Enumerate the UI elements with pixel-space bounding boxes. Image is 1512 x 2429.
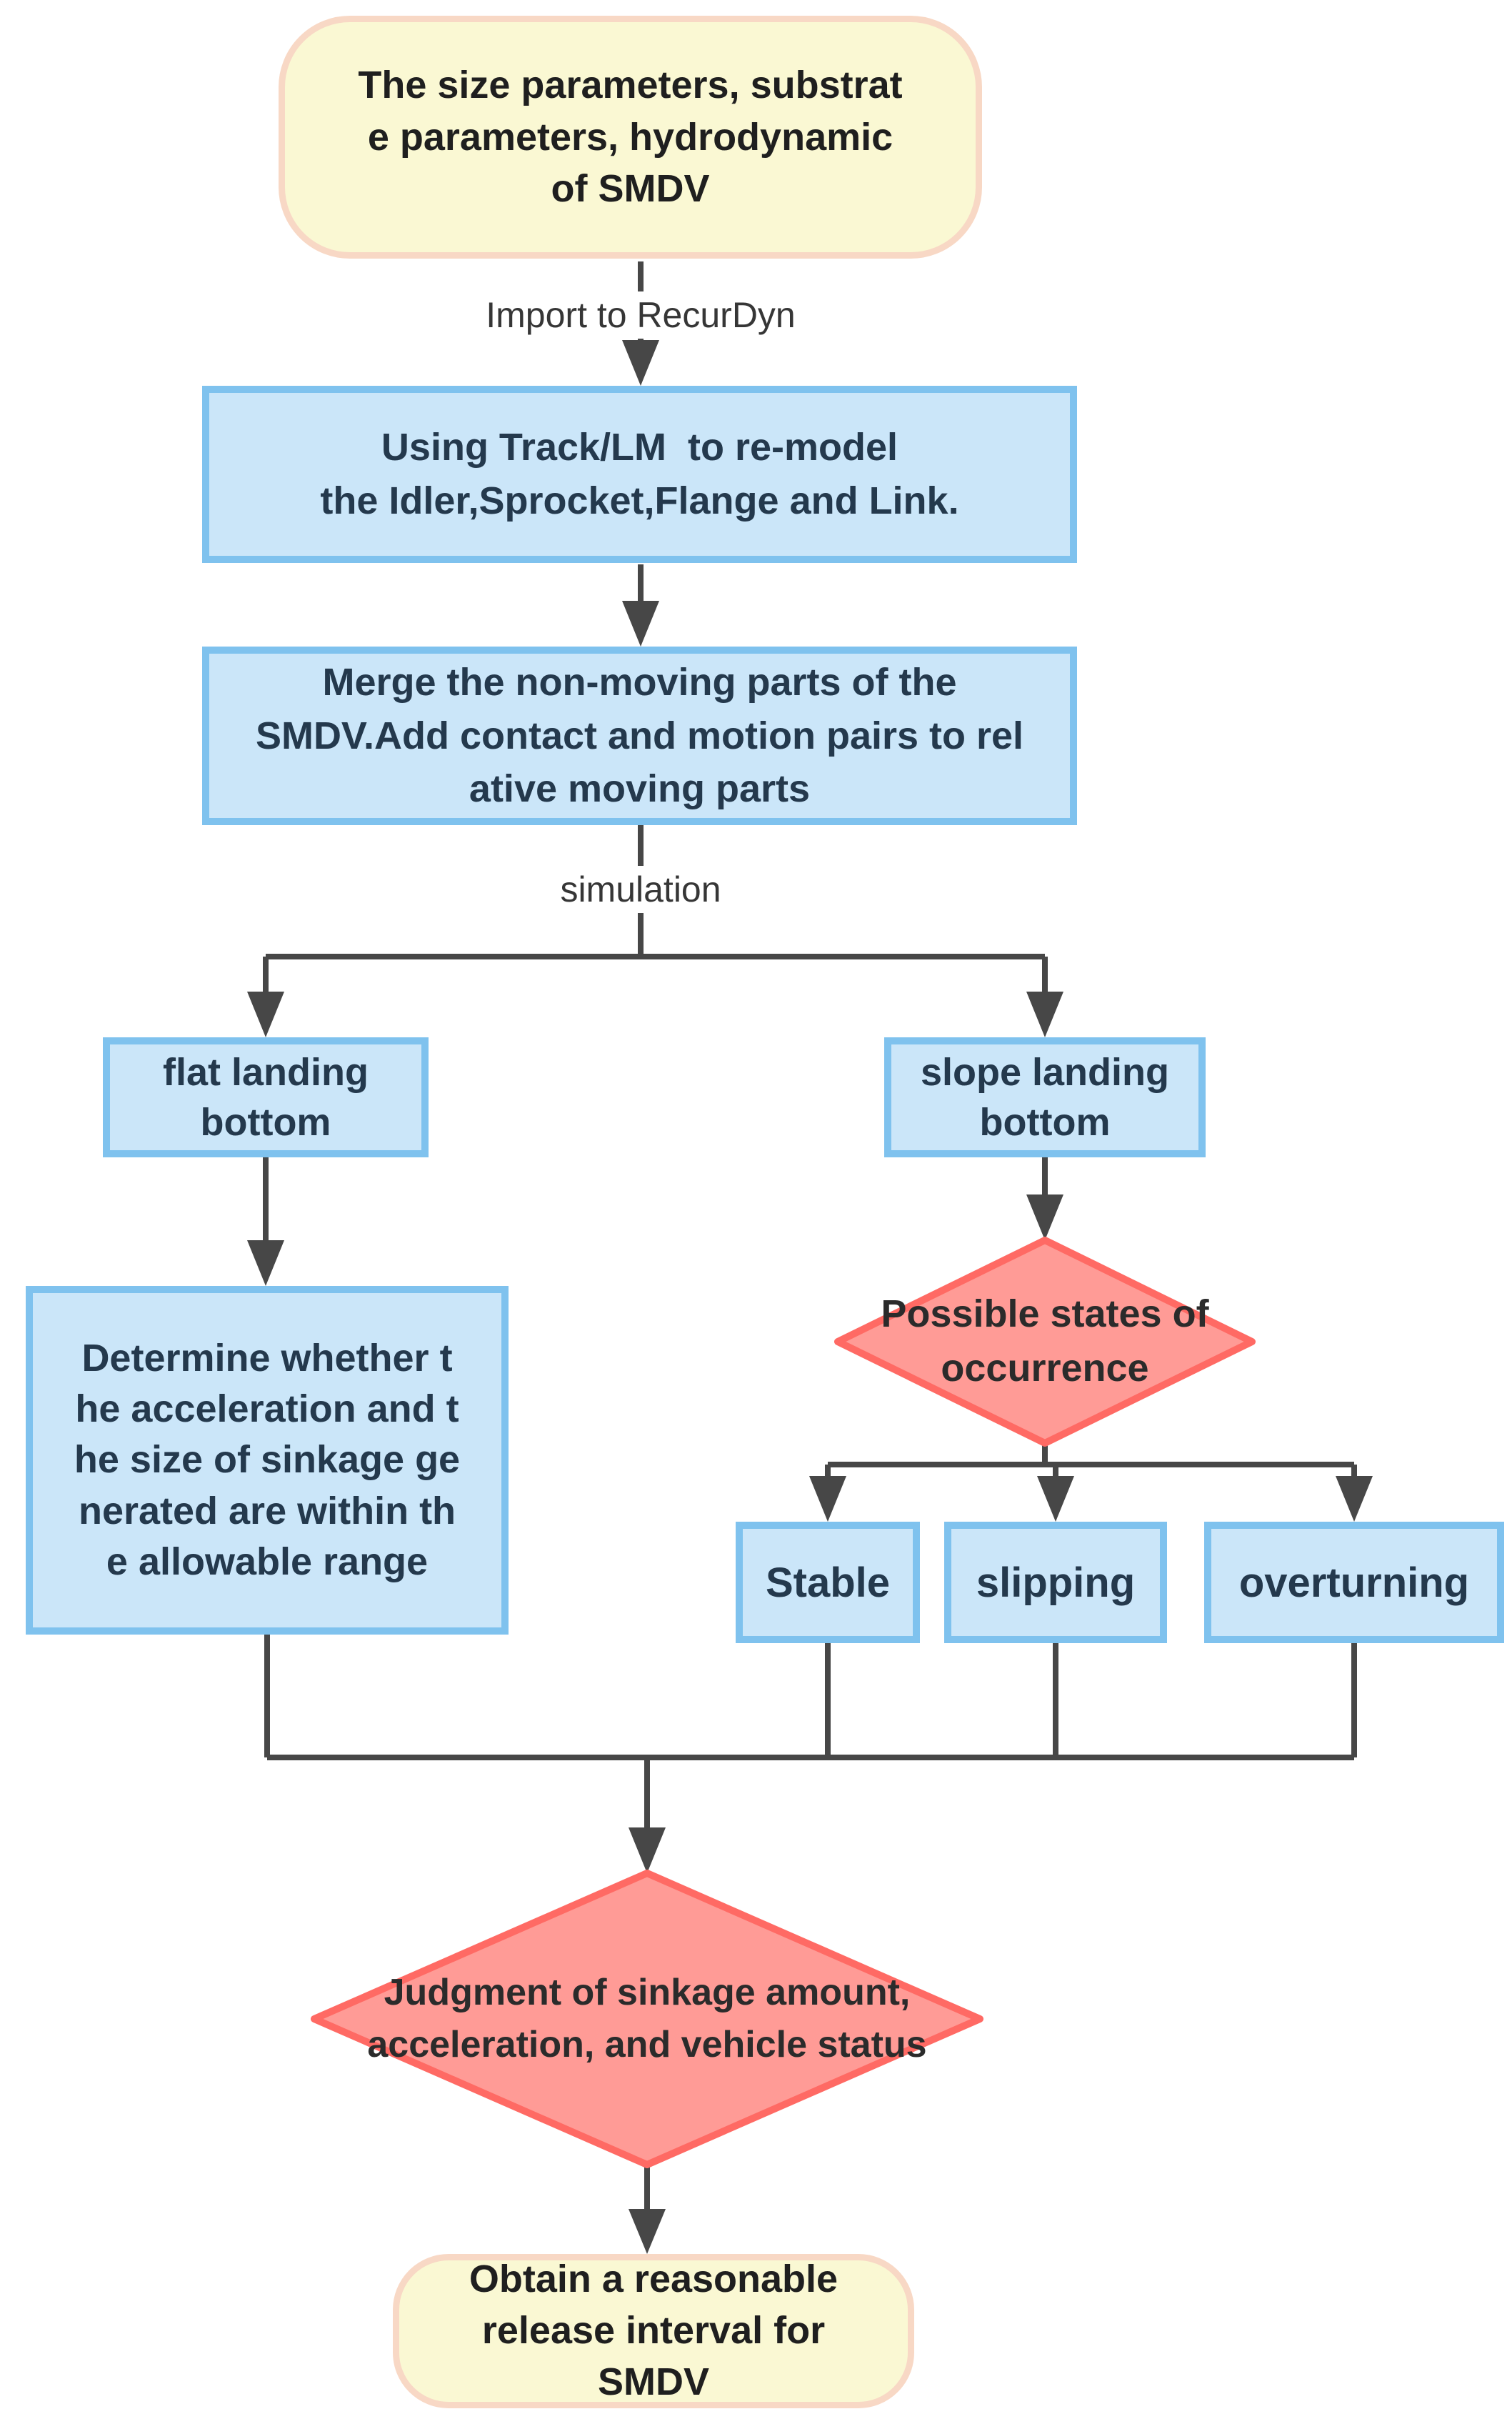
- connector-label-simulation: simulation: [547, 866, 734, 913]
- arrowhead-into-merge: [622, 601, 659, 647]
- process-slope-landing-bottom: slope landing bottom: [884, 1037, 1206, 1157]
- arrowhead-into-slipping: [1037, 1476, 1074, 1522]
- arrowhead-into-slope: [1026, 992, 1063, 1037]
- process-determine-allowable-range: Determine whether t he acceleration and …: [26, 1286, 509, 1635]
- arrowhead-into-possible: [1026, 1194, 1063, 1240]
- arrowhead-into-stable: [809, 1476, 846, 1522]
- terminator-start: The size parameters, substrat e paramete…: [279, 16, 982, 259]
- process-slipping: slipping: [944, 1522, 1167, 1643]
- process-stable: Stable: [736, 1522, 920, 1643]
- arrowhead-into-flat: [247, 992, 284, 1037]
- process-remodel: Using Track/LM to re-model the Idler,Spr…: [202, 386, 1077, 563]
- decision-possible-states-label: Possible states of occurrence: [881, 1292, 1209, 1390]
- connector-label-import: Import to RecurDyn: [473, 291, 808, 339]
- arrowhead-into-determine: [247, 1240, 284, 1286]
- decision-judgment-label: Judgment of sinkage amount, acceleration…: [367, 1972, 927, 2065]
- arrowhead-into-end: [629, 2209, 666, 2254]
- process-flat-landing-bottom: flat landing bottom: [103, 1037, 429, 1157]
- decision-diamond-judgment: [311, 1870, 983, 2168]
- arrowhead-into-overturning: [1336, 1476, 1373, 1522]
- connector-possible-branch: [825, 1443, 1357, 1476]
- arrowhead-into-remodel: [622, 340, 659, 386]
- process-merge-parts: Merge the non-moving parts of the SMDV.A…: [202, 647, 1077, 825]
- decision-diamond-possible-states: [834, 1237, 1256, 1447]
- arrowhead-into-judgment: [629, 1827, 666, 1873]
- connector-merge-bus: [264, 1635, 1357, 1827]
- process-overturning: overturning: [1204, 1522, 1504, 1643]
- terminator-end: Obtain a reasonable release interval for…: [393, 2254, 914, 2408]
